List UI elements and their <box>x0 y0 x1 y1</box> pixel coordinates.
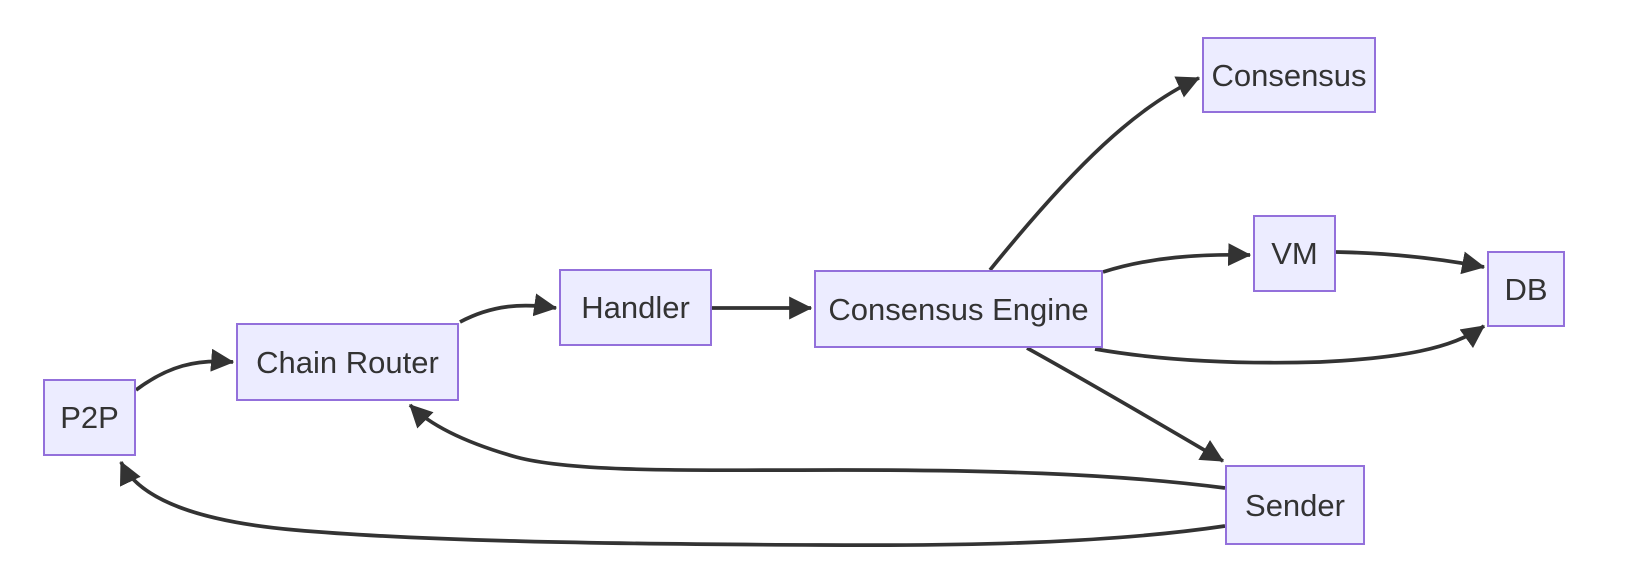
node-db: DB <box>1487 251 1565 327</box>
edge-sender-to-p2p <box>119 460 1226 548</box>
edge-sender-to-chain-router <box>408 403 1226 490</box>
node-consensus-engine: Consensus Engine <box>814 270 1103 348</box>
edge-consensus-engine-to-consensus <box>988 76 1201 272</box>
node-p2p: P2P <box>43 379 136 456</box>
edge-consensus-engine-to-vm <box>1102 243 1252 274</box>
edge-consensus-engine-to-db <box>1094 324 1486 365</box>
node-vm: VM <box>1253 215 1336 292</box>
edge-vm-to-db <box>1335 250 1486 275</box>
edge-p2p-to-chain-router <box>134 348 235 392</box>
node-chain-router: Chain Router <box>236 323 459 401</box>
node-handler: Handler <box>559 269 712 346</box>
node-sender: Sender <box>1225 465 1365 545</box>
edge-chain-router-to-handler <box>459 293 558 324</box>
edge-consensus-engine-to-sender <box>1026 346 1224 463</box>
node-consensus: Consensus <box>1202 37 1376 113</box>
